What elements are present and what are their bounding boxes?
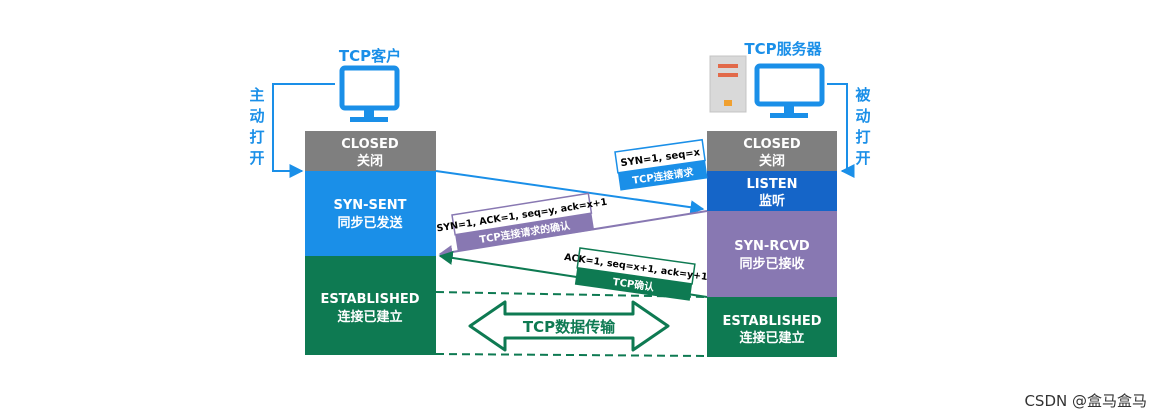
- syn-ack-message-label: SYN=1, ACK=1, seq=y, ack=x+1 TCP连接请求的确认: [436, 192, 608, 252]
- server-state-closed: [707, 131, 837, 171]
- client-open-char-2: 动: [249, 107, 264, 125]
- watermark: CSDN @盒马盒马: [1024, 392, 1147, 410]
- server-syn-rcvd-desc: 同步已接收: [739, 256, 805, 272]
- syn-arrow: [435, 170, 705, 215]
- client-open-char-4: 开: [249, 149, 264, 167]
- server-tower-icon: [709, 55, 747, 113]
- server-syn-rcvd-name: SYN-RCVD: [734, 239, 810, 254]
- client-established-desc: 连接已建立: [337, 309, 402, 325]
- server-established-name: ESTABLISHED: [722, 314, 821, 329]
- client-computer-icon: [339, 65, 400, 122]
- server-closed-name: CLOSED: [743, 137, 801, 152]
- server-state-syn-rcvd: [707, 211, 837, 297]
- server-open-char-4: 开: [855, 149, 870, 167]
- client-syn-sent-name: SYN-SENT: [333, 198, 406, 213]
- server-open-mode-label: 被 动 打 开: [855, 86, 871, 167]
- server-passive-open-arrow: [827, 83, 855, 178]
- client-open-char-3: 打: [249, 128, 264, 146]
- server-title: TCP服务器: [744, 40, 822, 58]
- server-state-column: CLOSED 关闭 LISTEN 监听 SYN-RCVD 同步已接收 ESTAB…: [707, 131, 837, 357]
- client-state-closed: [305, 131, 436, 171]
- server-state-established: [707, 297, 837, 357]
- server-listen-name: LISTEN: [746, 177, 797, 192]
- server-closed-desc: 关闭: [759, 153, 785, 169]
- client-closed-desc: 关闭: [357, 153, 383, 169]
- client-closed-name: CLOSED: [341, 137, 399, 152]
- client-active-open-arrow: [272, 83, 335, 178]
- server-open-char-2: 动: [855, 107, 870, 125]
- server-listen-desc: 监听: [759, 193, 785, 209]
- established-dashed-top: [435, 291, 708, 298]
- server-open-char-3: 打: [855, 128, 870, 146]
- server-state-listen: [707, 171, 837, 211]
- syn-message-label: SYN=1, seq=x TCP连接请求: [614, 138, 708, 191]
- server-monitor-icon: [754, 63, 825, 118]
- data-transfer-double-arrow: TCP数据传输: [468, 300, 670, 352]
- established-dashed-bottom: [435, 353, 708, 357]
- data-transfer-label: TCP数据传输: [523, 318, 616, 336]
- client-established-name: ESTABLISHED: [320, 292, 419, 307]
- client-open-char-1: 主: [249, 86, 264, 104]
- client-title: TCP客户: [339, 47, 401, 65]
- server-open-char-1: 被: [855, 86, 871, 104]
- client-state-established: [305, 256, 436, 355]
- client-syn-sent-desc: 同步已发送: [337, 215, 403, 231]
- server-established-desc: 连接已建立: [739, 330, 804, 346]
- client-state-column: CLOSED 关闭 SYN-SENT 同步已发送 ESTABLISHED 连接已…: [305, 131, 436, 355]
- client-open-mode-label: 主 动 打 开: [249, 86, 264, 167]
- client-state-syn-sent: [305, 171, 436, 256]
